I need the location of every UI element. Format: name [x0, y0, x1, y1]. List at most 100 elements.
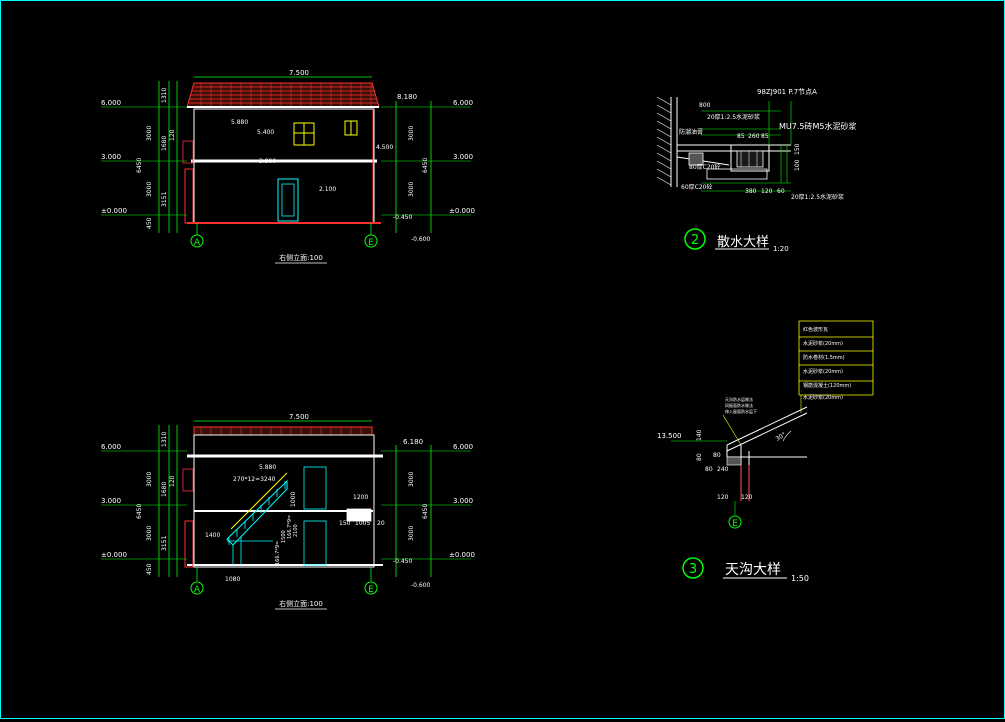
elevation-wall [193, 108, 375, 224]
section-mark-1000: 1000 [290, 492, 297, 507]
detail2-60: 60 [777, 188, 785, 195]
detail2-damp: 防潮油膏 [679, 128, 703, 136]
detail3-layer-5: 钢筋混凝土(120mm) [803, 382, 851, 389]
section-mark-1200: 1200 [353, 494, 368, 501]
detail2-mortar-bottom: 20厚1:2.5水泥砂浆 [791, 193, 844, 201]
axis-e-label: E [368, 238, 374, 248]
axis-a-label: A [194, 238, 201, 248]
section-mark-1400: 1400 [205, 532, 220, 539]
elevation-level-left-2: 3.000 [101, 153, 121, 161]
section-dim-3000a: 3000 [146, 472, 153, 487]
detail2-c20-80: 80厚C20砼 [689, 163, 720, 171]
section-mark-1080: 1080 [225, 576, 240, 583]
elevation-dim-3151: 3151 [161, 192, 168, 207]
detail3-120b: 120 [741, 494, 753, 501]
elevation-mark-0450: -0.450 [393, 214, 413, 221]
section-axis-a: A [194, 585, 201, 595]
detail3-scale: 1:50 [791, 574, 809, 583]
detail2-85b: 85 [761, 133, 769, 140]
door [277, 178, 299, 222]
elevation-level-right-2: 3.000 [453, 153, 473, 161]
section-mark-1005: 1005 [355, 520, 370, 527]
section-stair-mark-1: 166.7*9= [275, 541, 281, 565]
elevation-mark-5880: 5.880 [231, 119, 248, 126]
detail3-note-1: 天沟防水层做法 [725, 396, 753, 402]
column [184, 168, 194, 224]
elevation-dim-3000a: 3000 [146, 126, 153, 141]
section-title: 右侧立面:100 [279, 599, 323, 608]
section-mark-20: 20 [377, 520, 385, 527]
detail3-title: 天沟大样 [725, 562, 781, 578]
section-ridge: 6.180 [403, 438, 423, 446]
section-dim-3000b: 3000 [146, 526, 153, 541]
detail-2-apron: 98ZJ901 P.7节点A 800 20厚1:2.5水泥砂浆 85 260 8… [656, 88, 856, 253]
section-level-right-2: 3.000 [453, 497, 473, 505]
elevation-mark-4500: 4.500 [376, 144, 393, 151]
elevation-mark-2100: 2.100 [319, 186, 336, 193]
section-level-left-1: 6.000 [101, 443, 121, 451]
detail3-80c: 80 [705, 466, 713, 473]
detail2-100: 100 [794, 159, 801, 171]
elevation-dim-1680: 1680 [161, 136, 168, 151]
section-width-dim: 7.500 [289, 413, 309, 421]
detail3-120a: 120 [717, 494, 729, 501]
section-level-left-2: 3.000 [101, 497, 121, 505]
stair [226, 472, 288, 565]
detail2-120: 120 [761, 188, 773, 195]
section-mark-0600: -0.600 [411, 582, 431, 589]
section-dim-450: 450 [146, 563, 153, 575]
section-mark-5880: 5.880 [259, 464, 276, 471]
detail3-number: 3 [689, 562, 697, 577]
detail2-85a: 85 [737, 133, 745, 140]
detail3-level: 13.500 [657, 432, 682, 440]
detail2-title: 散水大样 [717, 235, 769, 250]
section-rdim-6450: 6450 [422, 504, 429, 519]
detail2-mortar-top: 20厚1:2.5水泥砂浆 [707, 113, 760, 121]
detail3-layer-4: 水泥砂浆(20mm) [803, 368, 843, 375]
detail3-layer-1: 红色波形瓦 [803, 326, 828, 333]
elevation-width-dim: 7.500 [289, 69, 309, 77]
right-section: A E 7.500 6.180 6.000 3.000 ±0.000 6.000… [101, 413, 475, 610]
elevation-ridge: 8.180 [397, 93, 417, 101]
elevation-level-left-3: ±0.000 [101, 207, 127, 215]
elevation-dim-450: 450 [146, 217, 153, 229]
detail3-layer-3: 防水卷材(1.5mm) [803, 354, 845, 361]
section-dim-1680: 1680 [161, 482, 168, 497]
detail3-layer-2: 水泥砂浆(20mm) [803, 340, 843, 347]
section-stair-mark-4: 2100 [293, 524, 299, 537]
section-level-right-3: ±0.000 [449, 551, 475, 559]
section-stair-mark-2: 1500 [281, 530, 287, 543]
elevation-level-right-3: ±0.000 [449, 207, 475, 215]
detail2-ref: 98ZJ901 P.7节点A [757, 88, 817, 96]
detail3-240: 240 [717, 466, 729, 473]
detail2-brick: MU7.5砖M5水泥砂浆 [779, 121, 856, 131]
detail2-800: 800 [699, 102, 711, 109]
elevation-mark-0600: -0.600 [411, 236, 431, 243]
detail2-c20-60: 60厚C20砼 [681, 183, 712, 191]
elevation-mark-5400: 5.400 [257, 129, 274, 136]
section-dim-6450: 6450 [136, 504, 143, 519]
detail-3-gutter: 红色波形瓦 水泥砂浆(20mm) 防水卷材(1.5mm) 水泥砂浆(20mm) … [657, 320, 874, 583]
roof-tiles [186, 82, 380, 108]
detail3-note-2: 同屋面防水做法 [725, 402, 753, 408]
detail2-scale: 1:20 [773, 245, 789, 253]
elevation-dim-120: 120 [169, 129, 176, 141]
right-elevation: A E 7.500 8.180 6.000 3.000 ±0.000 6.000… [101, 69, 475, 264]
detail2-150: 150 [794, 143, 801, 155]
section-rdim-3000b: 3000 [408, 526, 415, 541]
section-stair-mark-3: 166.7*9= [287, 515, 293, 539]
section-dim-3151: 3151 [161, 536, 168, 551]
section-mark-150: 150 [339, 520, 351, 527]
elevation-dim-1310: 1310 [161, 88, 168, 103]
detail3-angle: 30° [775, 431, 788, 442]
detail3-80a: 80 [696, 453, 703, 461]
section-dim-120: 120 [169, 475, 176, 487]
elevation-title: 右侧立面:100 [279, 253, 323, 262]
section-axis-e: E [368, 585, 374, 595]
section-rdim-3000a: 3000 [408, 472, 415, 487]
elevation-dim-3000b: 3000 [146, 182, 153, 197]
elevation-rdim-3000b: 3000 [408, 182, 415, 197]
detail3-axis: E [732, 519, 738, 529]
detail3-140: 140 [696, 429, 703, 441]
